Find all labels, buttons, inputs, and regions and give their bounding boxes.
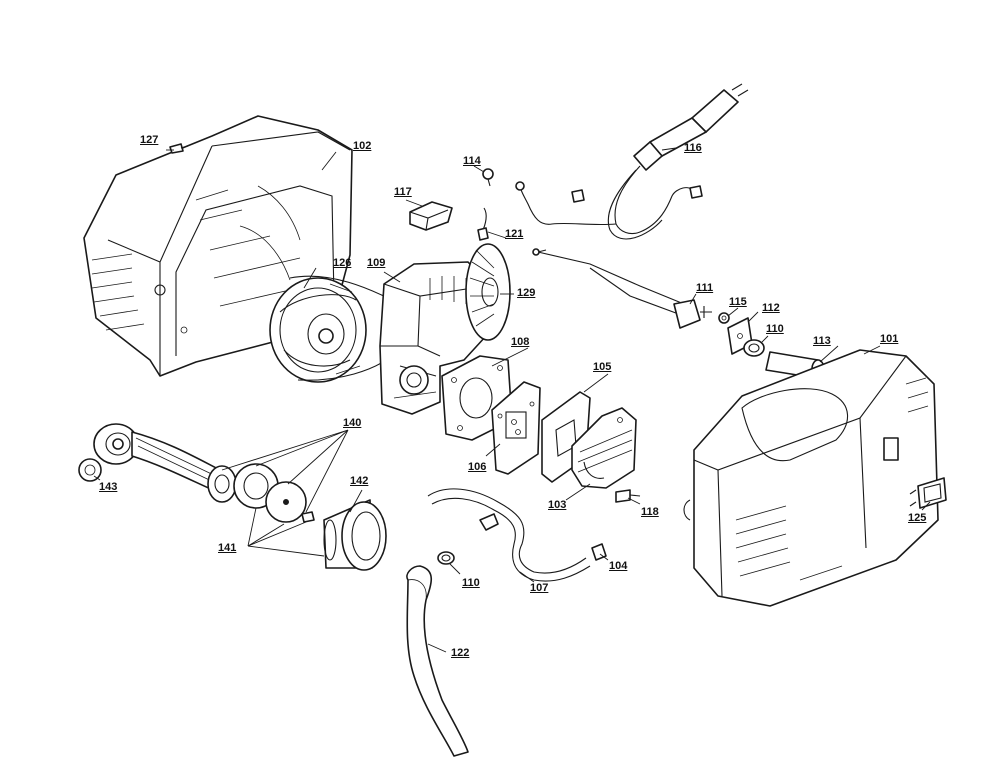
part-103-cylinder-head (571, 407, 637, 489)
leader-lines (93, 147, 931, 653)
callout-103: 103 (548, 499, 567, 511)
part-104-fitting (591, 543, 607, 561)
callout-115: 115 (729, 296, 747, 308)
callout-114: 114 (463, 155, 481, 167)
part-106-valve-plate (491, 381, 541, 475)
callout-125: 125 (908, 512, 927, 524)
part-107-outlet-tube (427, 488, 591, 582)
part-142-cylinder-sleeve (323, 499, 387, 571)
callout-110-lower: 110 (462, 577, 480, 589)
part-117-pad (409, 201, 453, 231)
callout-129: 129 (517, 287, 536, 299)
callout-117: 117 (394, 186, 412, 198)
callout-107: 107 (530, 582, 549, 594)
part-126-belt-pulley (269, 275, 393, 383)
part-110-clamp-lower (437, 551, 455, 565)
callout-102: 102 (353, 140, 372, 152)
callout-106: 106 (468, 461, 487, 473)
callout-126: 126 (333, 257, 352, 269)
part-111-pressure-switch (532, 248, 712, 329)
callout-116: 116 (684, 142, 702, 154)
callout-105: 105 (593, 361, 612, 373)
callout-112: 112 (762, 302, 780, 314)
part-110-clamp-upper (743, 339, 765, 357)
callout-118: 118 (641, 506, 659, 518)
callout-110-upper: 110 (766, 323, 784, 335)
callout-122: 122 (451, 647, 470, 659)
part-115-washer (718, 312, 730, 324)
callout-108: 108 (511, 336, 530, 348)
part-127-screw (169, 143, 189, 154)
callout-113: 113 (813, 335, 831, 347)
part-114-screw (482, 168, 494, 187)
part-121-connector (477, 207, 489, 241)
part-109-crankcase (379, 261, 491, 415)
callout-142: 142 (350, 475, 369, 487)
part-118-bolt (615, 489, 641, 503)
part-129-fan (465, 243, 511, 341)
callout-104: 104 (609, 560, 628, 572)
part-101-front-shroud (683, 349, 939, 607)
part-116-power-cord (515, 83, 749, 240)
callout-111: 111 (696, 282, 714, 294)
part-140-connecting-rod (93, 423, 237, 503)
part-143-plug (78, 458, 102, 482)
callout-121: 121 (505, 228, 524, 240)
part-125-switch (909, 477, 947, 509)
part-122-hose (406, 565, 469, 757)
callout-140: 140 (343, 417, 362, 429)
callout-101: 101 (880, 333, 899, 345)
callout-127: 127 (140, 134, 159, 146)
callout-141: 141 (218, 542, 237, 554)
part-141-washers (233, 463, 315, 523)
callout-143: 143 (99, 481, 118, 493)
callout-109: 109 (367, 257, 386, 269)
